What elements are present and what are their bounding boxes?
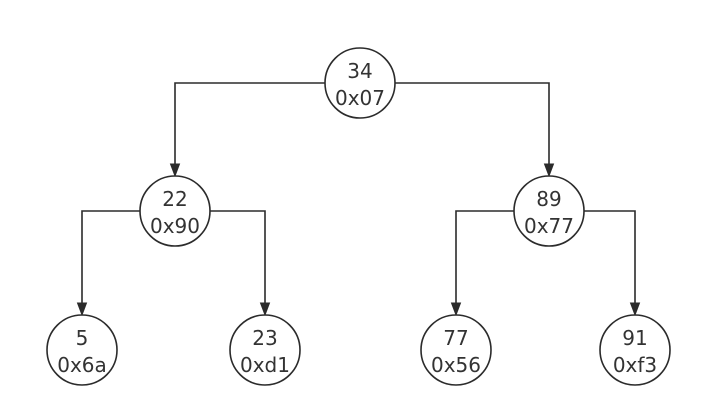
node-key-label: 91 [622, 326, 647, 350]
edge-arrowhead [629, 302, 641, 317]
node-circle [46, 314, 118, 386]
node-address-label: 0x07 [335, 86, 385, 110]
tree-node: 34 0x07 [324, 47, 396, 119]
tree-node: 89 0x77 [513, 175, 585, 247]
tree-edges [76, 82, 641, 317]
node-key-label: 22 [162, 187, 187, 211]
node-key-label: 5 [76, 326, 89, 350]
edge-connector-line [210, 210, 266, 305]
tree-node: 77 0x56 [420, 314, 492, 386]
node-key-label: 77 [443, 326, 468, 350]
tree-edge [76, 210, 140, 317]
edge-arrowhead [450, 302, 462, 317]
edge-arrowhead [169, 163, 181, 178]
tree-node: 22 0x90 [139, 175, 211, 247]
node-address-label: 0xd1 [240, 353, 290, 377]
node-circle [513, 175, 585, 247]
node-key-label: 89 [536, 187, 561, 211]
node-circle [324, 47, 396, 119]
edge-connector-line [584, 210, 636, 305]
edge-arrowhead [259, 302, 271, 317]
tree-edge [210, 210, 271, 317]
node-address-label: 0x56 [431, 353, 481, 377]
tree-node: 23 0xd1 [229, 314, 301, 386]
edge-connector-line [81, 210, 140, 305]
node-circle [599, 314, 671, 386]
tree-edge [169, 82, 325, 178]
tree-node: 91 0xf3 [599, 314, 671, 386]
node-circle [229, 314, 301, 386]
node-address-label: 0x77 [524, 214, 574, 238]
edge-connector-line [395, 82, 550, 166]
tree-edge [450, 210, 514, 317]
edge-connector-line [455, 210, 514, 305]
node-address-label: 0x90 [150, 214, 200, 238]
node-address-label: 0xf3 [613, 353, 657, 377]
node-key-label: 34 [347, 59, 372, 83]
edge-arrowhead [76, 302, 88, 317]
node-key-label: 23 [252, 326, 277, 350]
node-circle [139, 175, 211, 247]
tree-edge [584, 210, 641, 317]
edge-connector-line [174, 82, 325, 166]
tree-nodes: 34 0x07 22 0x90 89 0x77 5 0x6a 23 0xd1 77 0x56 91 0xf… [46, 47, 671, 386]
edge-arrowhead [543, 163, 555, 178]
tree-node: 5 0x6a [46, 314, 118, 386]
node-circle [420, 314, 492, 386]
tree-edge [395, 82, 555, 178]
node-address-label: 0x6a [57, 353, 107, 377]
